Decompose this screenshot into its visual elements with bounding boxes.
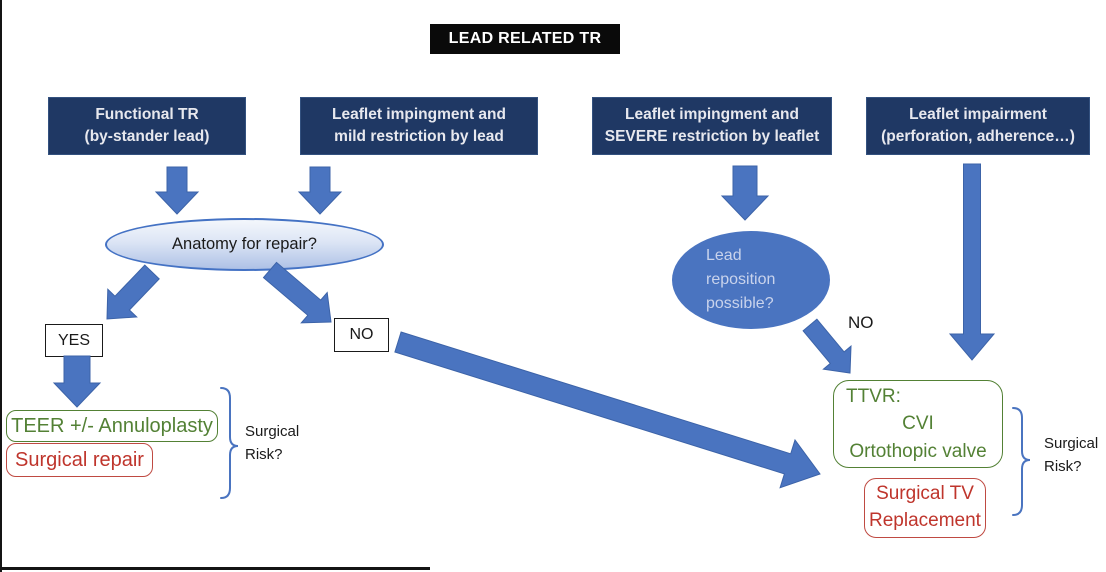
brace-surgical-risk-right (1012, 407, 1031, 516)
branch-functional-tr: Functional TR (by-stander lead) (48, 97, 246, 155)
surgical-risk-label-left: Surgical Risk? (245, 420, 299, 467)
branch-leaflet-impairment-line2: (perforation, adherence…) (881, 128, 1075, 145)
arrow-reposition-no-to-ttvr (802, 318, 852, 374)
arrow-impingement-severe-to-reposition (720, 165, 770, 221)
outcome-ttvr-line1: TTVR: (846, 385, 901, 407)
figure-frame-bottom (0, 567, 430, 570)
branch-impingement-severe-line2: SEVERE restriction by leaflet (604, 128, 820, 145)
outcome-surgical-tv-line2: Replacement (869, 510, 981, 531)
branch-leaflet-impairment: Leaflet impairment (perforation, adheren… (866, 97, 1090, 155)
decision-lead-reposition: Lead reposition possible? (672, 231, 830, 329)
surgical-risk-label-right: Surgical Risk? (1044, 432, 1098, 479)
arrow-functional-to-anatomy (154, 166, 200, 215)
yes-label: YES (57, 331, 90, 349)
decision-lead-reposition-line2: reposition (706, 271, 776, 288)
decision-anatomy-text: Anatomy for repair? (172, 235, 317, 253)
surgical-risk-right-line2: Risk? (1044, 458, 1082, 476)
brace-surgical-risk-left (220, 387, 239, 499)
branch-functional-tr-line2: (by-stander lead) (84, 128, 210, 145)
outcome-surgical-tv-replacement: Surgical TV Replacement (864, 478, 986, 538)
arrow-anatomy-to-yes (106, 264, 160, 320)
outcome-ttvr-line3: Ortothopic valve (849, 440, 987, 462)
outcome-surgical-repair: Surgical repair (6, 443, 153, 477)
branch-impingement-mild-line1: Leaflet impingment and (332, 106, 506, 124)
branch-leaflet-impairment-line1: Leaflet impairment (909, 106, 1047, 124)
arrow-anatomy-to-no (262, 261, 332, 324)
arrow-yes-to-teer (52, 355, 102, 408)
outcome-ttvr-line2: CVI (902, 413, 934, 435)
branch-impingement-mild: Leaflet impingment and mild restriction … (300, 97, 538, 155)
flowchart-title: LEAD RELATED TR (430, 24, 620, 54)
arrow-no-to-ttvr (394, 331, 821, 489)
branch-functional-tr-line1: Functional TR (95, 106, 199, 124)
outcome-teer-annuloplasty: TEER +/- Annuloplasty (6, 410, 218, 442)
figure-frame-left (0, 0, 2, 572)
surgical-risk-left-line2: Risk? (245, 446, 283, 464)
branch-impingement-severe-line1: Leaflet impingment and (625, 106, 799, 124)
arrow-impingement-mild-to-anatomy (297, 166, 343, 215)
decision-lead-reposition-line1: Lead (706, 247, 742, 264)
no-box: NO (334, 318, 389, 352)
branch-impingement-mild-line2: mild restriction by lead (334, 128, 504, 145)
surgical-risk-left-line1: Surgical (245, 423, 300, 440)
no-label: NO (349, 326, 374, 343)
outcome-teer-text: TEER +/- Annuloplasty (11, 414, 213, 437)
outcome-surgical-repair-text: Surgical repair (15, 448, 144, 471)
flowchart-title-text: LEAD RELATED TR (448, 30, 602, 47)
surgical-risk-right-line1: Surgical (1044, 435, 1099, 452)
decision-lead-reposition-line3: possible? (706, 295, 774, 312)
outcome-ttvr: TTVR: CVI Ortothopic valve (833, 380, 1003, 468)
arrow-impairment-to-ttvr (948, 163, 996, 361)
yes-box: YES (45, 324, 103, 357)
branch-impingement-severe: Leaflet impingment and SEVERE restrictio… (592, 97, 832, 155)
no-reposition-label: NO (848, 313, 874, 332)
decision-anatomy-for-repair: Anatomy for repair? (105, 218, 384, 271)
outcome-surgical-tv-line1: Surgical TV (876, 483, 974, 505)
